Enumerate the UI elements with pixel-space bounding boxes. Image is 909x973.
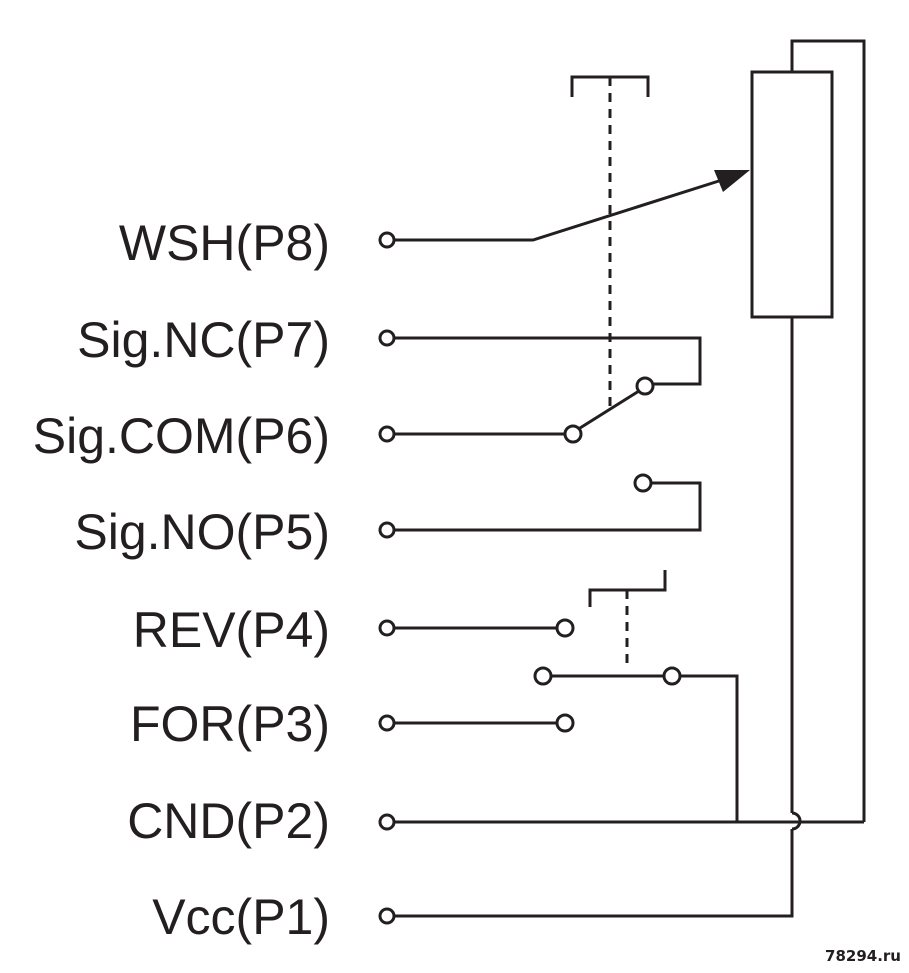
signal-switch bbox=[389, 75, 702, 532]
direction-common-wire bbox=[680, 674, 739, 822]
pin-terminal-p4 bbox=[378, 619, 396, 637]
pin-label-p5: Sig.NO(P5) bbox=[74, 504, 330, 560]
potentiometer-vcc-lead bbox=[389, 829, 794, 918]
pin-label-p3: FOR(P3) bbox=[130, 696, 330, 752]
wiper-arrow-icon bbox=[714, 170, 750, 192]
pin-label-p7: Sig.NC(P7) bbox=[77, 312, 330, 368]
pin-label-p2: CND(P2) bbox=[127, 793, 330, 849]
pin-terminal-p6 bbox=[378, 425, 396, 443]
direction-actuator-bracket bbox=[588, 570, 667, 607]
wiper-wire bbox=[389, 178, 723, 242]
pin-terminal-p5 bbox=[378, 521, 396, 539]
signal-switch-blade bbox=[579, 389, 640, 430]
pin-terminal-p2 bbox=[378, 813, 396, 831]
pin-label-p6: Sig.COM(P6) bbox=[33, 408, 330, 464]
sig-com-contact bbox=[563, 424, 583, 444]
pin-terminal-p8 bbox=[378, 231, 396, 249]
potentiometer bbox=[389, 39, 866, 918]
potentiometer-body bbox=[750, 70, 834, 319]
sig-no-contact bbox=[633, 473, 653, 493]
direction-switch bbox=[389, 570, 739, 822]
sig-nc-contact bbox=[635, 376, 655, 396]
watermark: 78294.ru bbox=[825, 947, 901, 965]
pin-label-p4: REV(P4) bbox=[133, 602, 330, 658]
sig-nc-wire bbox=[389, 336, 702, 386]
potentiometer-top-lead bbox=[790, 39, 866, 822]
wiper-connection bbox=[389, 170, 750, 242]
direction-contact-right bbox=[662, 666, 682, 686]
pin-terminal-p1 bbox=[378, 907, 396, 925]
pin-terminal-p3 bbox=[378, 714, 396, 732]
pin-terminal-p7 bbox=[378, 329, 396, 347]
pin-label-p1: Vcc(P1) bbox=[152, 889, 330, 945]
pin-label-p8: WSH(P8) bbox=[119, 215, 330, 271]
for-contact bbox=[555, 713, 575, 733]
direction-contact-left bbox=[533, 666, 553, 686]
rev-contact bbox=[555, 618, 575, 638]
sig-no-wire bbox=[389, 481, 702, 532]
